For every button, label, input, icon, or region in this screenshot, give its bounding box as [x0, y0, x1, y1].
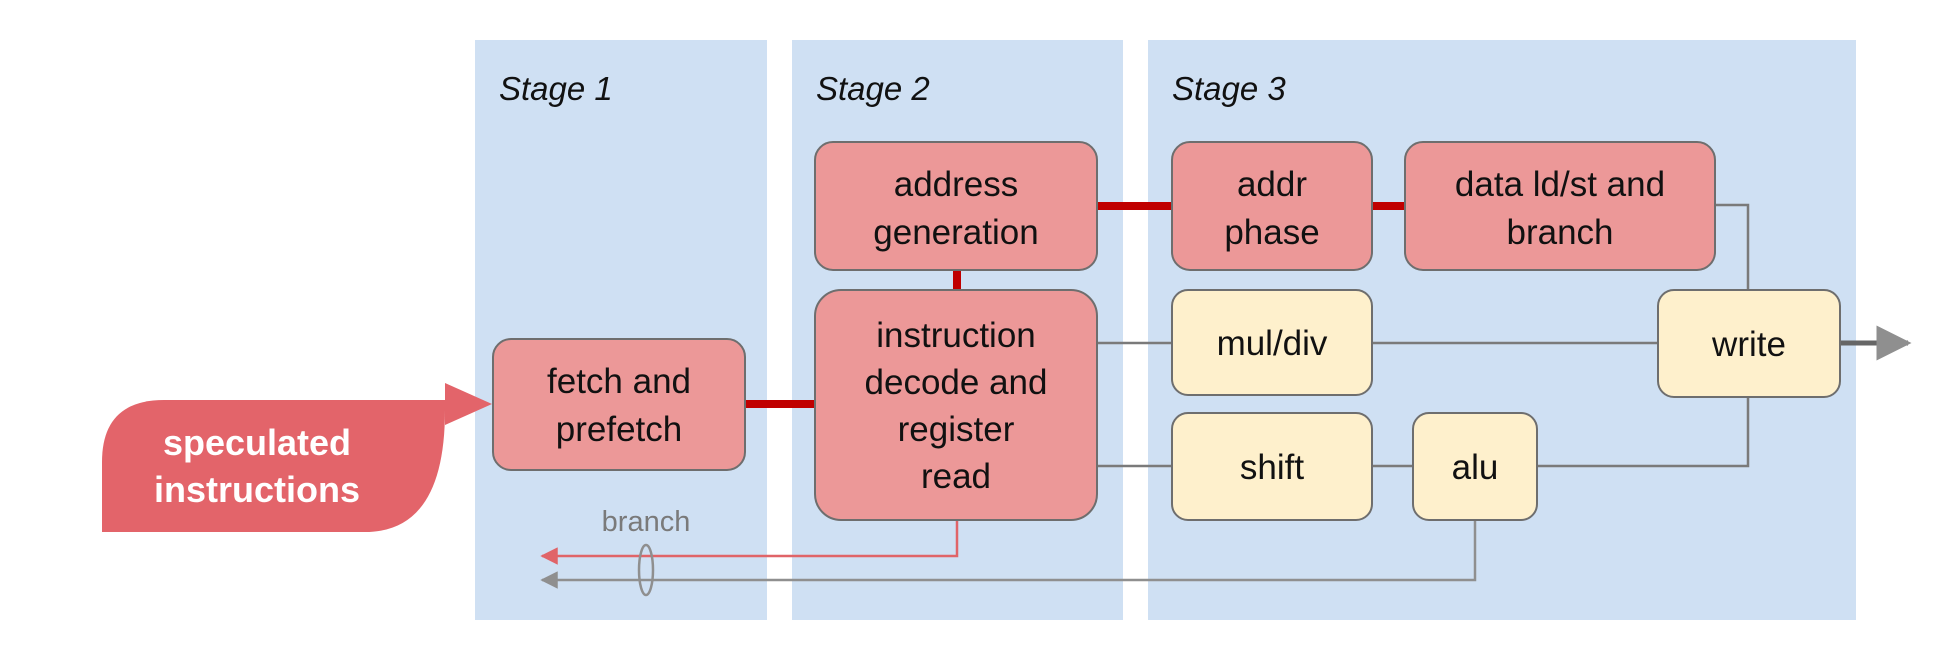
stage-3-label: Stage 3 [1172, 70, 1286, 107]
muldiv-label: mul/div [1217, 324, 1328, 363]
write-block: write [1657, 289, 1841, 398]
addrgen-line-2: generation [873, 213, 1038, 252]
red-links [745, 202, 1405, 408]
input-line-2: instructions [154, 469, 360, 510]
input-line-1: speculated [163, 422, 351, 463]
addr-phase-block: addr phase [1171, 141, 1373, 271]
address-generation-block: address generation [814, 141, 1098, 271]
datald-line-1: data ld/st and [1455, 165, 1665, 204]
speculated-instructions-input: speculated instructions [102, 383, 492, 532]
branch-gray-arrow [540, 520, 1477, 589]
addrgen-line-1: address [894, 165, 1019, 204]
datald-line-2: branch [1506, 213, 1613, 252]
branch-label: branch [602, 506, 691, 538]
fetch-line-1: fetch and [547, 362, 691, 401]
write-label: write [1711, 325, 1786, 364]
addrphase-line-1: addr [1237, 165, 1307, 204]
stage-1-panel [475, 40, 767, 620]
decode-line-4: read [921, 457, 991, 496]
addrphase-line-2: phase [1224, 213, 1319, 252]
shift-label: shift [1240, 448, 1304, 487]
decode-line-1: instruction [876, 316, 1036, 355]
alu-block: alu [1412, 412, 1538, 521]
mul-div-block: mul/div [1171, 289, 1373, 396]
alu-label: alu [1452, 448, 1499, 487]
branch-red-arrow [540, 520, 959, 565]
gray-connections [1097, 203, 1750, 468]
stage-1-label: Stage 1 [499, 70, 613, 107]
branch-bundle-ring [637, 543, 655, 597]
instruction-decode-block: instruction decode and register read [814, 289, 1098, 521]
decode-line-2: decode and [865, 363, 1048, 402]
fetch-line-2: prefetch [556, 410, 682, 449]
stage-2-label: Stage 2 [816, 70, 930, 107]
shift-block: shift [1171, 412, 1373, 521]
fetch-prefetch-block: fetch and prefetch [492, 338, 746, 471]
decode-line-3: register [898, 410, 1015, 449]
data-ldst-branch-block: data ld/st and branch [1404, 141, 1716, 271]
